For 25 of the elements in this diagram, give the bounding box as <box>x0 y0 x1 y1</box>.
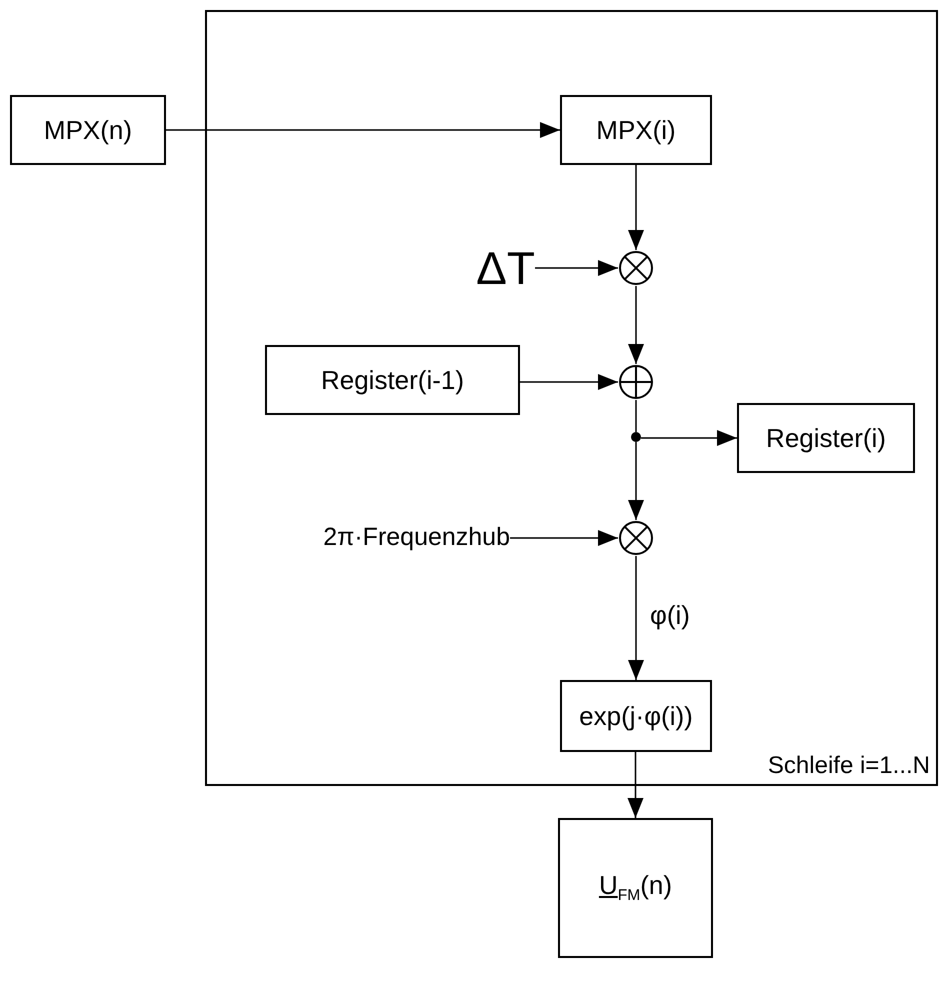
connector-arrow <box>628 752 644 818</box>
process-box <box>560 95 712 165</box>
connector-arrow <box>510 530 618 546</box>
connector-arrow <box>628 556 644 680</box>
loop-frame <box>205 10 938 786</box>
block-label: Register(i-1) <box>320 366 464 394</box>
process-box <box>265 345 520 415</box>
connector-arrow <box>628 165 644 250</box>
block-label: U$_{FM}$(n) <box>598 871 672 905</box>
connector-arrow <box>535 260 618 276</box>
process-box <box>560 680 712 752</box>
block-label: ΔT <box>476 242 535 294</box>
block-label: MPX(n) <box>44 116 132 144</box>
process-box <box>558 818 713 958</box>
connector-arrow <box>628 286 644 364</box>
process-box <box>737 403 915 473</box>
connector-arrow <box>520 374 618 390</box>
block-label: 2π·Frequenzhub <box>323 524 510 552</box>
block-label: Register(i) <box>766 424 886 452</box>
process-box <box>10 95 166 165</box>
connector-arrow <box>641 430 737 446</box>
connector-arrow <box>166 122 560 138</box>
block-label: MPX(i) <box>596 116 676 144</box>
block-label: exp(j·φ(i)) <box>579 702 693 730</box>
connector-arrow <box>628 442 644 520</box>
